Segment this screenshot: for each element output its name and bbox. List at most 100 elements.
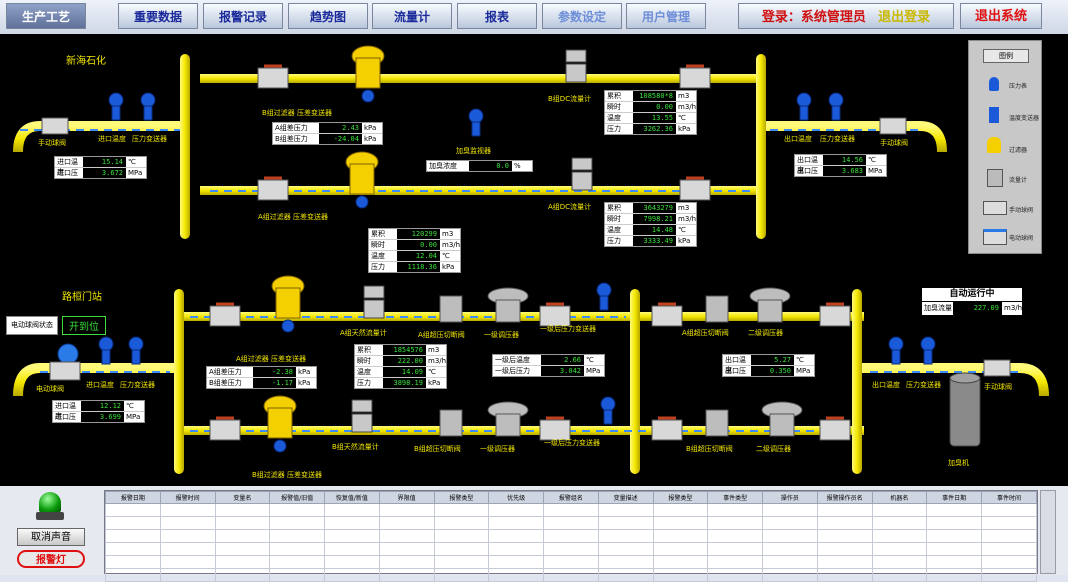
alarm-col-header[interactable]: 报警类型 (652, 491, 709, 504)
legend-item-filter: 过滤器 (1009, 147, 1028, 154)
table-row[interactable] (105, 568, 1037, 582)
label-outlet-temp: 出口温度 (784, 135, 812, 143)
label-b-shutoff: B组超压切断阀 (414, 445, 461, 453)
legend-electric-valve-icon (983, 229, 1007, 245)
table-cell (816, 568, 873, 582)
alarm-col-header[interactable]: 优先级 (488, 491, 544, 504)
table-cell (707, 529, 763, 543)
table-cell (926, 542, 982, 556)
table-cell (269, 542, 325, 556)
odor-flow-value: 227.09 (952, 302, 1002, 315)
table-cell (378, 555, 435, 569)
alarm-area: 取消声音 报警灯 报警日期报警时间变量名报警值/旧值恢复值/新值界限值报警类型优… (0, 486, 1068, 582)
table-cell (105, 542, 161, 556)
alarm-col-header[interactable]: 报警组名 (543, 491, 599, 504)
table-cell (214, 542, 271, 556)
table-cell (105, 503, 161, 517)
nav-parameter-settings[interactable]: 参数设定 (542, 3, 622, 29)
alarm-table: 报警日期报警时间变量名报警值/旧值恢复值/新值界限值报警类型优先级报警组名变量描… (104, 490, 1038, 582)
label-b-shutoff-2: B组超压切断阀 (686, 445, 733, 453)
valve-status-label: 电动球阀状态 (6, 316, 58, 335)
table-cell (816, 516, 873, 530)
odor-flow-label: 加臭流量 (922, 302, 953, 315)
table-cell (871, 555, 928, 569)
alarm-col-header[interactable]: 报警类型 (433, 491, 490, 504)
table-cell (981, 529, 1037, 543)
table-cell (378, 568, 435, 582)
table-cell (324, 529, 380, 543)
table-cell (159, 542, 216, 556)
nav-alarm-records[interactable]: 报警记录 (203, 3, 283, 29)
table-cell (926, 516, 982, 530)
alarm-col-header[interactable]: 恢复值/新值 (324, 491, 380, 504)
table-cell (324, 542, 380, 556)
table-cell (378, 516, 435, 530)
label-b-filter-bottom: B组过滤器 压差变送器 (252, 471, 323, 479)
table-cell (871, 529, 928, 543)
alarm-col-header[interactable]: 事件类型 (707, 491, 763, 504)
alarm-col-header[interactable]: 界限值 (378, 491, 435, 504)
logout-button[interactable]: 退出登录 (878, 10, 931, 25)
nav-production-process[interactable]: 生产工艺 (6, 3, 86, 29)
table-cell (433, 542, 490, 556)
regulator-icons (439, 287, 803, 437)
mute-sound-button[interactable]: 取消声音 (17, 528, 85, 546)
table-cell (378, 503, 435, 517)
alarm-col-header[interactable]: 报警时间 (159, 491, 216, 504)
alarm-col-header[interactable]: 事件日期 (926, 491, 982, 504)
auto-run-title: 自动运行中 (922, 288, 1022, 301)
legend-panel: 图例 压力表 温度变送器 过滤器 流量计 手动球阀 电动球阀 (968, 40, 1042, 254)
table-cell (816, 542, 873, 556)
table-row[interactable] (105, 529, 1037, 543)
table-row[interactable] (105, 503, 1037, 517)
label-pressure-tx-bottom: 压力变送器 (120, 381, 155, 389)
table-cell (324, 503, 380, 517)
table-cell (269, 555, 325, 569)
alarm-col-header[interactable]: 报警操作员名 (816, 491, 873, 504)
table-cell (871, 542, 928, 556)
alarm-col-header[interactable]: 机器名 (871, 491, 928, 504)
table-cell (652, 503, 709, 517)
transmitter-icons (98, 89, 936, 453)
nav-trend-chart[interactable]: 趋势图 (288, 3, 368, 29)
nav-report[interactable]: 报表 (457, 3, 537, 29)
table-row[interactable] (105, 542, 1037, 556)
alarm-col-header[interactable]: 报警值/旧值 (269, 491, 325, 504)
nav-user-management[interactable]: 用户管理 (626, 3, 706, 29)
nav-important-data[interactable]: 重要数据 (118, 3, 198, 29)
exit-system-button[interactable]: 退出系统 (960, 3, 1042, 29)
table-cell (378, 542, 435, 556)
legend-item-pressure-gauge: 压力表 (1009, 83, 1028, 90)
table-cell (214, 529, 271, 543)
table-cell (214, 568, 271, 582)
table-cell (159, 516, 216, 530)
label-manual-valve: 手动球阀 (38, 139, 66, 147)
table-cell (159, 568, 216, 582)
nav-flowmeter[interactable]: 流量计 (372, 3, 452, 29)
label-inlet-temp-bottom: 进口温度 (86, 381, 114, 389)
label-a-flowmeter: A组DC流量计 (548, 203, 592, 211)
valve-handles (216, 64, 844, 420)
table-row[interactable] (105, 516, 1037, 530)
alarm-col-header[interactable]: 报警日期 (105, 491, 161, 504)
alarm-col-header[interactable]: 事件时间 (981, 491, 1037, 504)
table-cell (652, 542, 709, 556)
alarm-col-header[interactable]: 变量描述 (597, 491, 654, 504)
alarm-col-header[interactable]: 变量名 (214, 491, 271, 504)
table-cell (433, 529, 490, 543)
legend-pressure-gauge-icon (989, 77, 999, 91)
table-row[interactable] (105, 555, 1037, 569)
table-cell (597, 503, 654, 517)
table-cell (762, 542, 818, 556)
table-cell (871, 516, 928, 530)
alarm-lamp-button[interactable]: 报警灯 (17, 550, 85, 568)
alarm-table-header: 报警日期报警时间变量名报警值/旧值恢复值/新值界限值报警类型优先级报警组名变量描… (105, 491, 1037, 504)
alarm-table-scrollbar[interactable] (1040, 490, 1056, 574)
alarm-col-header[interactable]: 操作员 (762, 491, 818, 504)
